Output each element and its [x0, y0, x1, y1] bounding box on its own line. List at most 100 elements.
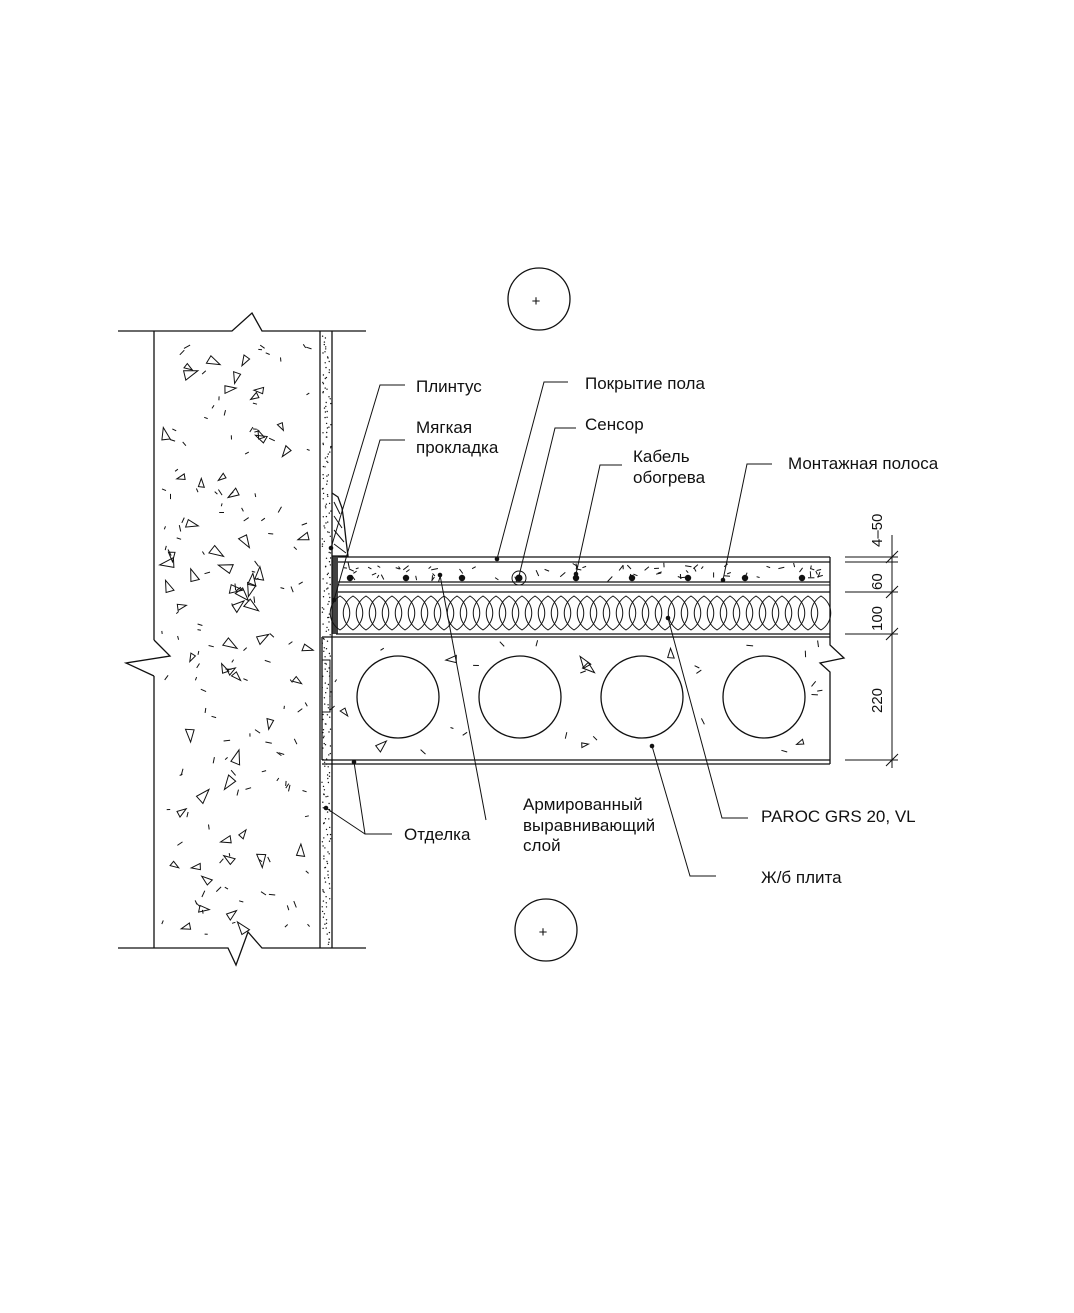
- plaster-speck: [326, 460, 328, 463]
- plaster-speck: [326, 410, 328, 413]
- plaster-speck: [328, 853, 330, 855]
- insulation-fibre: [472, 595, 494, 631]
- plaster-speck: [323, 761, 326, 763]
- aggregate-dash: [268, 893, 276, 896]
- plaster-speck: [329, 826, 331, 829]
- aggregate-triangle: [169, 860, 181, 869]
- aggregate-dash: [267, 856, 271, 863]
- aggregate-dash: [293, 546, 298, 550]
- aggregate-dash: [657, 571, 662, 574]
- aggregate-dash: [265, 741, 272, 744]
- aggregate-dash: [402, 565, 409, 571]
- plaster-speck: [325, 565, 327, 567]
- plaster-speck: [325, 346, 327, 348]
- aggregate-dash: [415, 575, 418, 581]
- aggregate-triangle: [226, 487, 240, 499]
- aggregate-triangle: [184, 728, 195, 744]
- plaster-speck: [328, 731, 330, 733]
- plaster-speck: [324, 662, 326, 665]
- aggregate-dash: [249, 426, 254, 433]
- aggregate-dash: [405, 569, 410, 573]
- aggregate-dash: [431, 568, 439, 571]
- aggregate-dash: [252, 402, 258, 405]
- plaster-speck: [327, 707, 330, 709]
- aggregate-dash: [286, 905, 290, 911]
- insulation-fibre: [589, 595, 611, 631]
- plaster-speck: [322, 474, 324, 476]
- plaster-speck: [326, 860, 328, 863]
- aggregate-dash: [183, 344, 191, 349]
- aggregate-dash: [231, 659, 235, 663]
- plaster-speck: [327, 572, 329, 574]
- aggregate-dash: [197, 629, 202, 631]
- aggregate-dash: [196, 663, 200, 669]
- insulation-fibre: [524, 595, 546, 631]
- aggregate-dash: [677, 576, 682, 579]
- plaster-speck: [324, 818, 327, 820]
- plaster-speck: [324, 416, 326, 419]
- aggregate-dash: [285, 783, 290, 789]
- svg-text:+: +: [539, 924, 548, 941]
- aggregate-dash: [459, 568, 464, 574]
- aggregate-dash: [607, 576, 613, 582]
- aggregate-dash: [223, 739, 231, 742]
- aggregate-dash: [204, 416, 208, 420]
- plaster-speck: [326, 834, 329, 836]
- aggregate-triangle: [228, 583, 245, 594]
- plaster-speck: [322, 785, 325, 788]
- plaster-speck: [327, 704, 329, 706]
- dim-insulation: 100: [869, 606, 886, 631]
- aggregate-triangle: [216, 564, 234, 575]
- section-marker-top: +: [507, 267, 571, 331]
- aggregate-dash: [265, 352, 270, 355]
- plaster-speck: [328, 593, 330, 595]
- floor-covering-layer: [338, 556, 830, 563]
- plaster-speck: [326, 626, 328, 629]
- plaster-speck: [325, 723, 327, 725]
- aggregate-dash: [212, 757, 215, 764]
- insulation-layer: [329, 595, 832, 635]
- aggregate-dash: [582, 565, 587, 569]
- plaster-speck: [327, 531, 329, 533]
- plaster-speck: [329, 838, 332, 840]
- aggregate-dash: [817, 640, 819, 648]
- aggregate-triangle: [234, 587, 250, 602]
- aggregate-dash: [169, 439, 176, 442]
- plaster-speck: [327, 943, 330, 945]
- aggregate-triangle: [200, 875, 214, 886]
- aggregate-triangle: [176, 603, 188, 612]
- plaster-speck: [324, 847, 326, 849]
- aggregate-dash: [251, 570, 256, 573]
- aggregate-dash: [217, 489, 223, 496]
- aggregate-dash: [334, 679, 338, 683]
- plaster-speck: [326, 774, 329, 776]
- plaster-speck: [329, 887, 331, 889]
- aggregate-dash: [816, 569, 822, 571]
- aggregate-dash: [700, 566, 704, 570]
- plaster-speck: [324, 867, 326, 869]
- aggregate-dash: [231, 603, 234, 607]
- insulation-fibre: [485, 595, 507, 631]
- aggregate-dash: [208, 824, 210, 830]
- aggregate-dash: [811, 680, 817, 687]
- aggregate-dash: [258, 859, 263, 863]
- aggregate-dash: [234, 583, 237, 591]
- aggregate-dash: [293, 738, 298, 745]
- insulation-fibre: [732, 595, 754, 631]
- aggregate-dash: [306, 346, 312, 350]
- aggregate-dash: [197, 623, 203, 626]
- aggregate-dash: [261, 770, 267, 773]
- aggregate-dash: [164, 545, 167, 551]
- aggregate-dash: [307, 923, 310, 927]
- plaster-speck: [326, 356, 329, 358]
- plaster-speck: [325, 507, 327, 509]
- heating-cable-dot: [798, 574, 806, 582]
- aggregate-dash: [220, 503, 223, 507]
- aggregate-dash: [208, 645, 214, 648]
- insulation-fibre: [329, 595, 351, 631]
- aggregate-dash: [223, 409, 226, 416]
- aggregate-triangle: [182, 370, 200, 381]
- aggregate-dash: [254, 560, 260, 567]
- aggregate-triangle: [158, 556, 175, 569]
- insulation-fibre: [784, 595, 806, 631]
